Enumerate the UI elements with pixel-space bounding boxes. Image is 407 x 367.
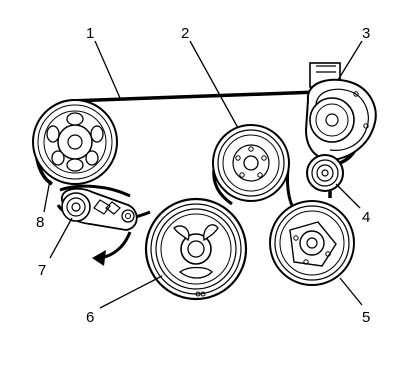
leader-line-3 [337,40,363,81]
leader-line-8 [43,179,51,213]
callout-1: 1 [86,25,94,42]
generator-pulley [32,99,118,185]
leader-line-1 [94,40,121,99]
callout-8: 8 [36,214,44,231]
callout-6: 6 [86,309,94,326]
idler-pulley [306,154,344,192]
callout-5: 5 [362,309,370,326]
water-pump-pulley [212,124,290,202]
leader-line-6 [99,275,163,309]
rotation-arrow-icon [92,231,132,266]
crankshaft-balancer [144,197,248,301]
callout-3: 3 [362,25,370,42]
leader-line-7 [49,217,73,259]
callout-2: 2 [181,25,189,42]
callout-4: 4 [362,209,370,226]
leader-line-4 [335,183,361,209]
ac-compressor-pulley [269,200,355,286]
belt-tensioner [304,62,377,162]
tensioner-arm [61,187,138,231]
leader-line-2 [189,40,239,129]
callout-7: 7 [38,262,46,279]
leader-line-5 [339,277,363,306]
